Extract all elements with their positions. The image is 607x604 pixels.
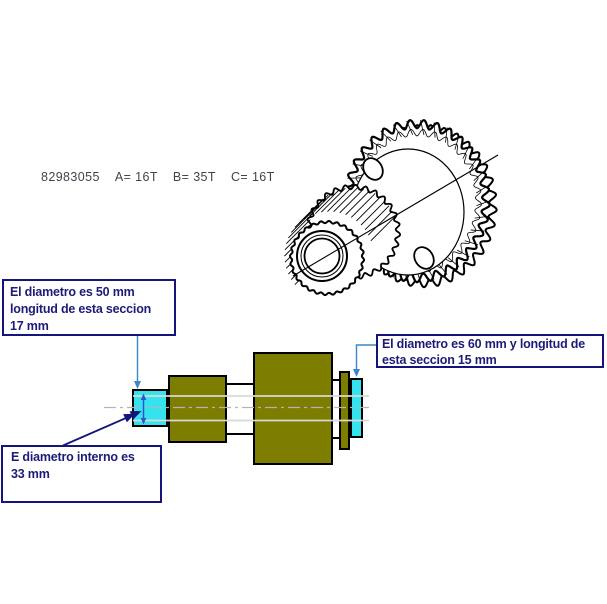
callout-60-line2: esta seccion 15 mm [382, 352, 497, 367]
callout-33-line2: 33 mm [11, 467, 50, 481]
arrowhead-50-icon [134, 381, 141, 389]
gear-c-teeth: C= 16T [230, 170, 275, 184]
leader-line-60 [355, 344, 376, 370]
shaft-neck [227, 383, 253, 435]
shaft-section-50mm [132, 389, 168, 427]
gear-cluster-drawing [284, 119, 499, 296]
shaft-gear-a-block [168, 375, 227, 443]
bore-callout-line [62, 413, 135, 447]
callout-50-line3: 17 mm [10, 319, 49, 333]
callout-50-line1: El diametro es 50 mm [10, 285, 135, 299]
leader-arrow-50mm [134, 336, 141, 389]
shaft-gear-b-block [253, 352, 333, 465]
callout-50-line2: longitud de esta seccion [10, 302, 152, 316]
callout-box-inner-diameter: E diametro interno es 33 mm [1, 445, 162, 503]
shaft-groove [333, 379, 339, 439]
callout-33-line1: E diametro interno es [11, 450, 135, 464]
callout-box-diameter-50: El diametro es 50 mm longitud de esta se… [2, 279, 176, 336]
leader-arrow-60mm [353, 344, 376, 377]
callout-box-diameter-60: El diametro es 60 mm y longitud de esta … [376, 334, 604, 368]
shaft-flange-bar [339, 371, 350, 450]
part-info-line: 82983055 A= 16T B= 35T C= 16T [41, 170, 275, 184]
part-number: 82983055 [41, 170, 100, 184]
bore-callout-arrow [62, 411, 142, 447]
shaft-section-60mm [350, 378, 363, 438]
arrowhead-60-icon [353, 369, 360, 377]
gear-b-teeth: B= 35T [172, 170, 216, 184]
callout-60-line1: El diametro es 60 mm y longitud de [382, 337, 585, 351]
gear-a-teeth: A= 16T [114, 170, 158, 184]
